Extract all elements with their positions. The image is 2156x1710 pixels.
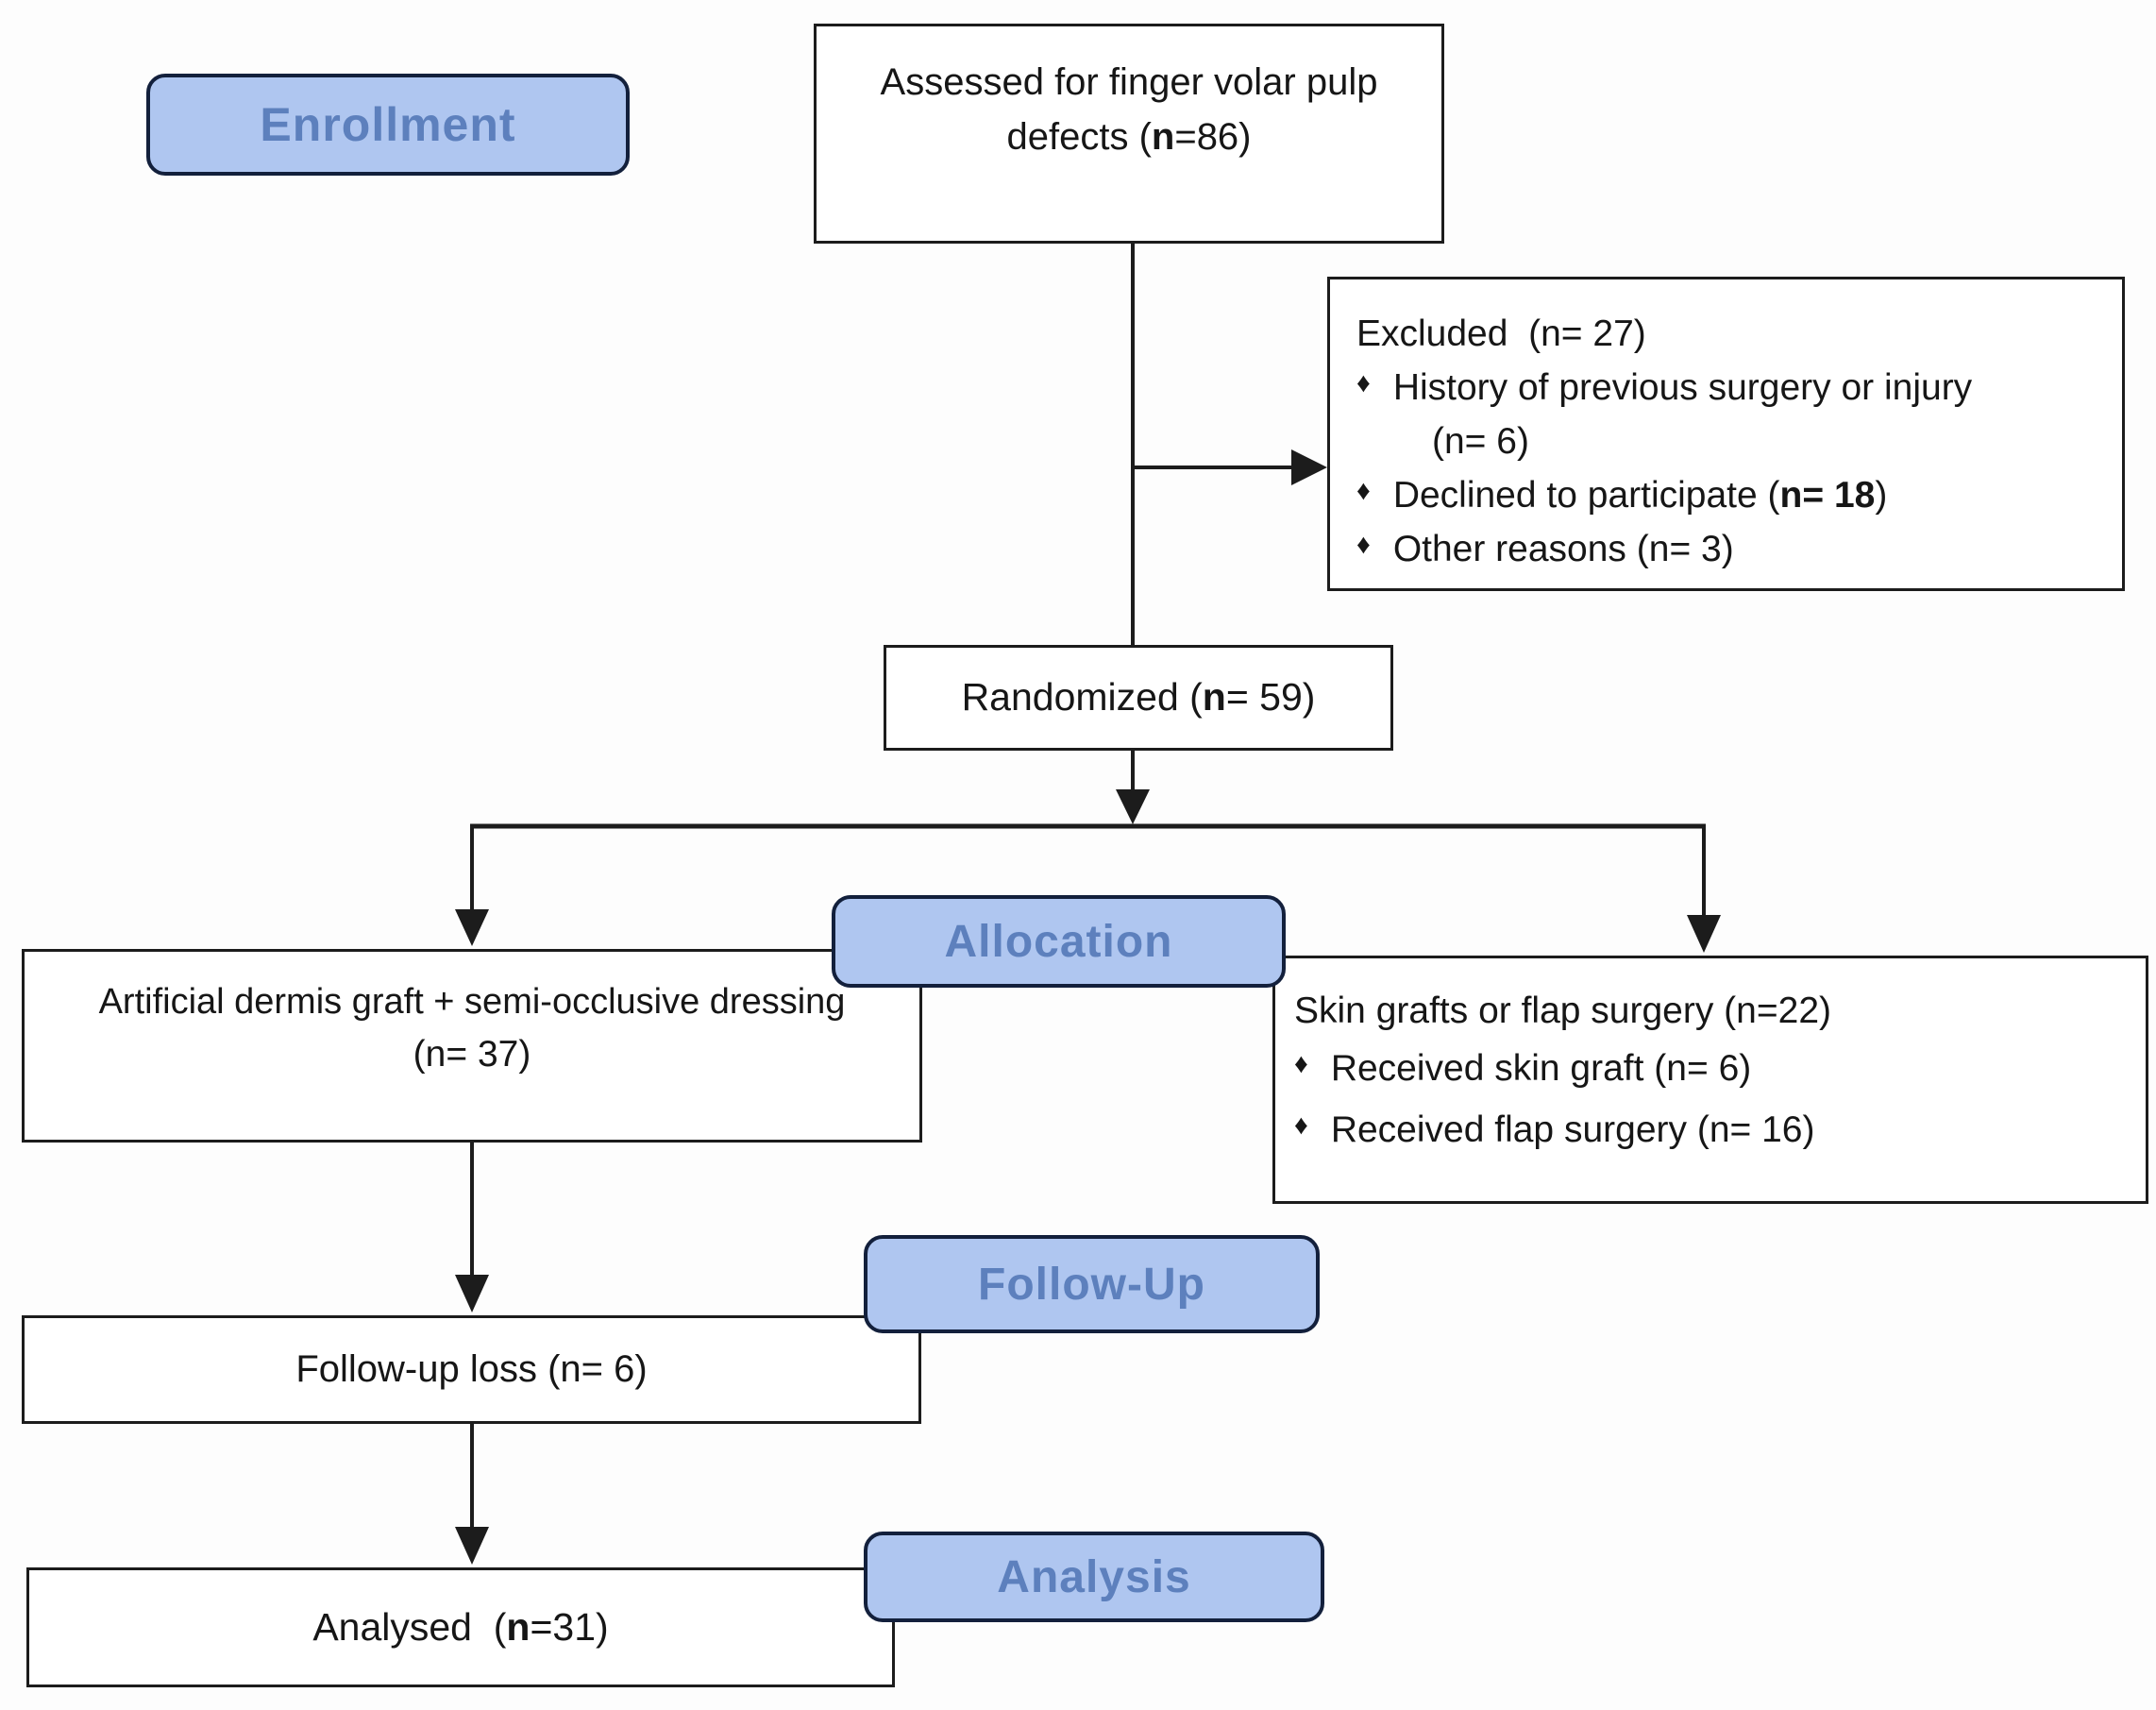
allocation-left-line2: (n= 37) bbox=[413, 1034, 531, 1075]
allocation-left-box: Artificial dermis graft + semi-occlusive… bbox=[22, 949, 922, 1143]
allocation-left-line1: Artificial dermis graft + semi-occlusive… bbox=[98, 982, 846, 1022]
excluded-bullet-history-count: (n= 6) bbox=[1432, 420, 1529, 462]
excluded-box: Excluded (n= 27) ♦ History of previous s… bbox=[1327, 277, 2125, 591]
arrowhead-analysed bbox=[455, 1527, 489, 1565]
randomized-text: Randomized (n= 59) bbox=[961, 675, 1316, 720]
arrowhead-followup bbox=[455, 1275, 489, 1312]
analysed-text: Analysed (n=31) bbox=[312, 1604, 609, 1649]
bullet-diamond-icon: ♦ bbox=[1294, 1109, 1308, 1141]
randomized-box: Randomized (n= 59) bbox=[884, 645, 1393, 751]
excluded-bullet-other: ♦ Other reasons (n= 3) bbox=[1356, 523, 2097, 577]
arrowhead-left-group bbox=[455, 909, 489, 946]
bullet-diamond-icon: ♦ bbox=[1356, 529, 1371, 560]
bullet-diamond-icon: ♦ bbox=[1294, 1048, 1308, 1079]
excluded-bullet-declined: ♦ Declined to participate (n= 18) bbox=[1356, 469, 2097, 523]
assessed-line2: defects (n=86) bbox=[1006, 116, 1252, 159]
followup-stage-label: Follow-Up bbox=[864, 1235, 1320, 1333]
enrollment-stage-label-text: Enrollment bbox=[260, 98, 516, 151]
assessed-line1: Assessed for finger volar pulp bbox=[880, 61, 1378, 103]
allocation-right-title: Skin grafts or flap surgery (n=22) bbox=[1294, 990, 1832, 1031]
bullet-diamond-icon: ♦ bbox=[1356, 475, 1371, 506]
followup-stage-label-text: Follow-Up bbox=[978, 1259, 1205, 1310]
followup-loss-box: Follow-up loss (n= 6) bbox=[22, 1315, 921, 1424]
analysis-stage-label: Analysis bbox=[864, 1532, 1324, 1622]
allocation-stage-label-text: Allocation bbox=[944, 916, 1173, 967]
arrowhead-right-group bbox=[1687, 915, 1721, 953]
enrollment-stage-label: Enrollment bbox=[146, 74, 630, 176]
excluded-bullet-history: ♦ History of previous surgery or injury bbox=[1356, 362, 2097, 415]
analysis-stage-label-text: Analysis bbox=[997, 1551, 1191, 1602]
allocation-stage-label: Allocation bbox=[832, 895, 1286, 988]
arrowhead-excluded bbox=[1291, 449, 1327, 485]
analysed-box: Analysed (n=31) bbox=[26, 1567, 895, 1687]
arrowhead-branch-junction bbox=[1116, 789, 1150, 824]
allocation-right-bullet-flap-surgery: ♦ Received flap surgery (n= 16) bbox=[1294, 1104, 2127, 1158]
allocation-right-bullet-skin-graft: ♦ Received skin graft (n= 6) bbox=[1294, 1042, 2127, 1096]
excluded-bullet-declined-text: Declined to participate (n= 18) bbox=[1392, 474, 1888, 516]
bullet-diamond-icon: ♦ bbox=[1356, 367, 1371, 398]
excluded-title: Excluded (n= 27) bbox=[1356, 313, 1646, 354]
allocation-right-box: Skin grafts or flap surgery (n=22) ♦ Rec… bbox=[1272, 956, 2148, 1204]
assessed-box: Assessed for finger volar pulp defects (… bbox=[814, 24, 1444, 244]
